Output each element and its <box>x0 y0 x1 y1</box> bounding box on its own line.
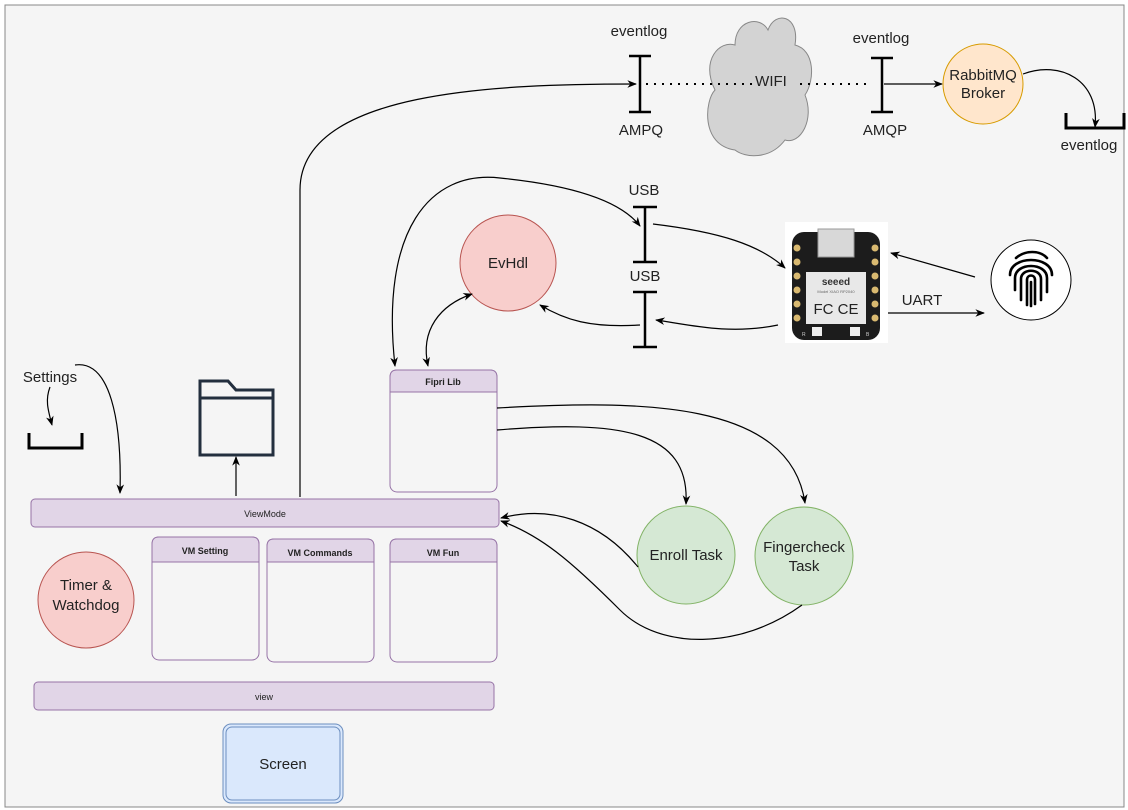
fingercheck-label-2: Task <box>789 558 820 575</box>
rabbitmq-broker-node <box>942 43 1024 125</box>
sensor-to-board-arrow <box>890 251 976 278</box>
fingerprint-sensor-node <box>990 239 1072 321</box>
broker-label-1: RabbitMQ <box>949 67 1017 84</box>
board-btn-r: R <box>802 332 806 338</box>
timer-label-1: Timer & <box>60 577 112 594</box>
screen-node: Screen <box>222 723 344 804</box>
eventlog-sink <box>1064 113 1126 130</box>
settings-to-store-arrow <box>46 386 54 426</box>
eventlog-sink-label: eventlog <box>1061 137 1118 154</box>
vm-commands-container: VM Commands <box>266 538 375 663</box>
vm-setting-container: VM Setting <box>151 536 260 661</box>
vm-setting-label: VM Setting <box>182 546 229 556</box>
settings-to-viewmode-arrow <box>74 364 125 494</box>
fipri-lib-container: Fipri Lib <box>389 369 498 493</box>
fipri-lib-label: Fipri Lib <box>425 377 461 387</box>
board-to-usb-arrow <box>655 317 779 330</box>
board-brand: seeed <box>822 277 850 288</box>
fingercheck-task-node <box>754 506 854 606</box>
view-label: view <box>255 692 274 702</box>
vm-fun-container: VM Fun <box>389 538 498 663</box>
folder-icon <box>198 379 275 457</box>
microcontroller-board-image: seeed Model XIAO RP2040 FC CE R B <box>785 222 888 343</box>
fingercheck-to-viewmode-arrow <box>500 520 803 640</box>
board-btn-b: B <box>866 332 870 338</box>
usb-label-lower: USB <box>630 268 661 285</box>
fingerprint-icon <box>1008 250 1054 308</box>
canvas-frame <box>4 4 1125 808</box>
timer-label-2: Watchdog <box>53 597 120 614</box>
usb-to-board-arrow <box>652 223 786 269</box>
uart-label: UART <box>902 292 943 309</box>
settings-store <box>27 433 84 450</box>
eventlog-label-left: eventlog <box>611 23 668 40</box>
board-model: Model XIAO RP2040 <box>817 289 855 294</box>
ampq-port <box>629 54 651 114</box>
view-bar <box>33 681 495 711</box>
ampq-label: AMPQ <box>619 122 663 139</box>
viewmode-label: ViewMode <box>244 509 286 519</box>
fipri-usb-arrow <box>390 176 641 367</box>
fipri-to-enroll-arrow <box>496 426 691 505</box>
vm-fun-label: VM Fun <box>427 548 460 558</box>
timer-watchdog-node <box>37 551 135 649</box>
wifi-label: WIFI <box>755 73 787 90</box>
evhdl-label: EvHdl <box>488 255 528 272</box>
broker-label-2: Broker <box>961 85 1005 102</box>
enroll-task-label: Enroll Task <box>649 547 723 564</box>
amqp-port <box>871 56 893 114</box>
fipri-to-fingercheck-arrow <box>496 404 808 504</box>
eventlog-label-right: eventlog <box>853 30 910 47</box>
board-marks: FC CE <box>814 301 859 318</box>
fipri-evhdl-arrow <box>422 293 473 367</box>
screen-label: Screen <box>259 756 307 773</box>
broker-to-eventlog-arrow <box>1022 69 1100 128</box>
amqp-label: AMQP <box>863 122 907 139</box>
enroll-task-node <box>636 505 736 605</box>
settings-label: Settings <box>23 369 77 386</box>
fingercheck-label-1: Fingercheck <box>763 539 845 556</box>
wifi-cloud <box>707 17 813 157</box>
enroll-to-viewmode-arrow <box>500 512 639 568</box>
usb-label-upper: USB <box>629 182 660 199</box>
viewmode-bar <box>30 498 500 528</box>
viewmode-to-ampq-arrow <box>299 80 637 497</box>
vm-commands-label: VM Commands <box>287 548 352 558</box>
